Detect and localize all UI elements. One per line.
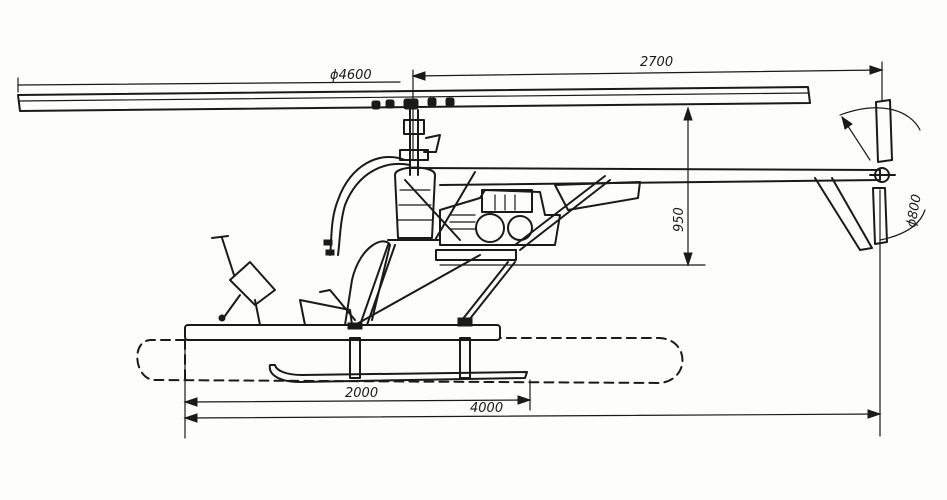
main-rotor-blade (17, 86, 811, 112)
landing-skid (268, 317, 528, 383)
mast-height-dimension: 950 (439, 106, 706, 267)
tail-arm-label: 2700 (640, 55, 673, 70)
overall-length-label: 4000 (470, 401, 503, 416)
skid-length-dimension: 2000 (183, 344, 532, 439)
overall-length-dimension: 4000 (183, 189, 882, 437)
rotor-diameter-dimension: ϕ4600 (17, 68, 401, 93)
tail-rotor: ϕ800 (839, 99, 926, 245)
control-cable (323, 155, 411, 256)
engine (435, 189, 561, 261)
tail-rotor-diameter-label: ϕ800 (904, 193, 925, 228)
front-console (211, 235, 276, 326)
skid-length-label: 2000 (345, 386, 378, 401)
mast-height-label: 950 (672, 207, 687, 232)
rotor-diameter-label: ϕ4600 (330, 68, 372, 83)
rotor-mast (387, 109, 441, 241)
tail-arm-dimension: 2700 (411, 55, 884, 161)
frame-struts (354, 171, 611, 326)
